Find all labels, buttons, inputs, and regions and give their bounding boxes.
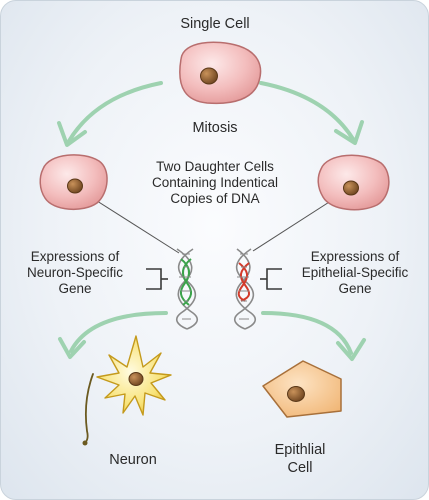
differentiation-arrow-left <box>58 311 168 359</box>
single-cell <box>179 41 262 105</box>
label-daughter-cells-line-1: Two Daughter Cells <box>156 159 274 174</box>
mitosis-arrow-left <box>57 81 163 147</box>
label-daughter-cells-line-3: Copies of DNA <box>170 191 260 206</box>
label-epithelial-line-2: Cell <box>287 460 313 476</box>
label-daughter-cells-line-2: Containing Indentical <box>151 175 279 190</box>
epithelial-cell <box>262 360 342 418</box>
label-mitosis: Mitosis <box>192 120 238 136</box>
label-neuron-expression-line-3: Gene <box>58 281 92 296</box>
epithelial-cell-nucleus <box>287 386 305 402</box>
dna-right <box>233 248 257 330</box>
label-single-cell: Single Cell <box>180 16 250 32</box>
bracket-left <box>146 268 168 290</box>
bracket-right <box>260 268 282 290</box>
daughter-cell-right <box>317 154 390 211</box>
single-cell-nucleus <box>200 67 218 85</box>
label-epithelial-line-1: Epithlial <box>274 442 326 458</box>
daughter-cell-left-nucleus <box>67 178 83 194</box>
label-epithelial-expression-line-2: Epithelial-Specific <box>301 265 409 280</box>
label-epithelial-expression-line-3: Gene <box>338 281 372 296</box>
daughter-cell-left <box>39 154 108 210</box>
daughter-cell-right-nucleus <box>343 180 359 196</box>
neuron <box>82 335 172 446</box>
differentiation-arrow-right <box>261 311 366 361</box>
label-neuron-expression-line-1: Expressions of <box>30 249 120 264</box>
mitosis-arrow-right <box>259 81 364 145</box>
label-neuron-expression-line-2: Neuron-Specific <box>26 265 124 280</box>
label-epithelial-expression-line-1: Expressions of <box>310 249 400 264</box>
dna-left <box>175 248 199 330</box>
label-neuron: Neuron <box>109 452 157 468</box>
neuron-nucleus <box>128 372 144 386</box>
